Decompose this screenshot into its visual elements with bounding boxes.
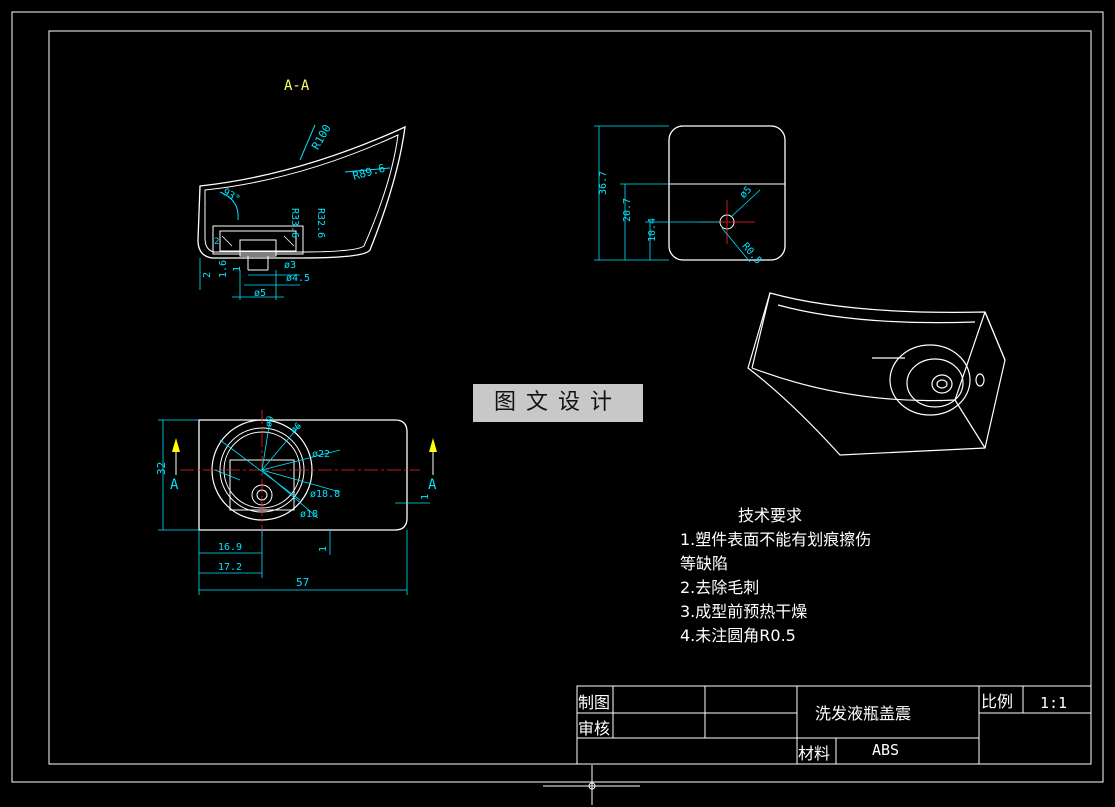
part-name: 洗发液瓶盖震 bbox=[815, 704, 911, 723]
dim-phi3: ø3 bbox=[284, 260, 296, 271]
scale-label: 比例 bbox=[981, 692, 1013, 711]
dim-16-9: 16.9 bbox=[218, 542, 242, 553]
dim-1-6: 1.6 bbox=[218, 260, 229, 278]
dim-20-7: 20.7 bbox=[622, 198, 633, 222]
tech-title: 技术要求 bbox=[738, 506, 802, 525]
tech-item-1: 1.塑件表面不能有划痕擦伤 bbox=[680, 530, 871, 549]
tech-requirements: 技术要求 1.塑件表面不能有划痕擦伤 等缺陷 2.去除毛刺 3.成型前预热干燥 … bbox=[680, 506, 871, 645]
radius-r89-6: R89.6 bbox=[351, 162, 386, 183]
inner-frame bbox=[48, 30, 1092, 765]
side-view: 36.7 20.7 10.4 ø5 R0.5 bbox=[594, 125, 786, 267]
radius-r32-6: R32.6 bbox=[315, 208, 326, 238]
tech-item-1b: 等缺陷 bbox=[680, 554, 728, 573]
scale-value: 1:1 bbox=[1040, 694, 1067, 712]
tech-item-4: 4.未注圆角R0.5 bbox=[680, 626, 796, 645]
tech-item-3: 3.成型前预热干燥 bbox=[680, 602, 807, 621]
dim-phi4-5: ø4.5 bbox=[286, 273, 310, 284]
dim-1: 1 bbox=[232, 266, 243, 272]
section-label: A-A bbox=[284, 78, 310, 94]
dim-1-right: 1 bbox=[420, 494, 431, 500]
isometric-view bbox=[747, 292, 1006, 456]
cut-label-right: A bbox=[428, 477, 437, 493]
outer-frame bbox=[11, 11, 1104, 783]
plan-view: A A 32 57 16.9 17.2 1 1 ø22 ø18.8 ø18 ø9… bbox=[155, 410, 437, 595]
material-value: ABS bbox=[872, 741, 899, 759]
tech-item-2: 2.去除毛刺 bbox=[680, 578, 759, 597]
dim-57: 57 bbox=[296, 576, 309, 589]
dim-2b: 2 bbox=[214, 237, 219, 247]
title-block bbox=[576, 685, 1092, 765]
dim-phi9: ø9 bbox=[264, 415, 276, 428]
watermark-label: 图文设计 bbox=[473, 384, 643, 422]
dim-phi18-8: ø18.8 bbox=[310, 489, 340, 500]
dim-2: 2 bbox=[202, 272, 213, 278]
material-label: 材料 bbox=[798, 744, 830, 763]
dim-phi22: ø22 bbox=[312, 449, 330, 460]
dim-17-2: 17.2 bbox=[218, 562, 242, 573]
angle-93: 93° bbox=[221, 187, 242, 206]
radius-r100: R100 bbox=[309, 122, 334, 151]
checked-label: 审核 bbox=[578, 719, 610, 738]
drawn-label: 制图 bbox=[578, 693, 610, 712]
dim-phi6: ø6 bbox=[289, 421, 304, 436]
dim-phi5: ø5 bbox=[254, 288, 266, 299]
dim-10-4: 10.4 bbox=[647, 218, 658, 242]
dim-phi5-side: ø5 bbox=[738, 184, 754, 200]
dim-32: 32 bbox=[155, 462, 168, 475]
dim-36-7: 36.7 bbox=[598, 171, 609, 195]
dim-1-bottom: 1 bbox=[318, 546, 329, 552]
section-view: A-A R100 R89.6 R33.6 R32.6 93° 2 1.6 1 bbox=[197, 78, 406, 300]
dim-phi18: ø18 bbox=[300, 509, 318, 520]
radius-r33-6: R33.6 bbox=[289, 208, 300, 238]
cut-label-left: A bbox=[170, 477, 179, 493]
